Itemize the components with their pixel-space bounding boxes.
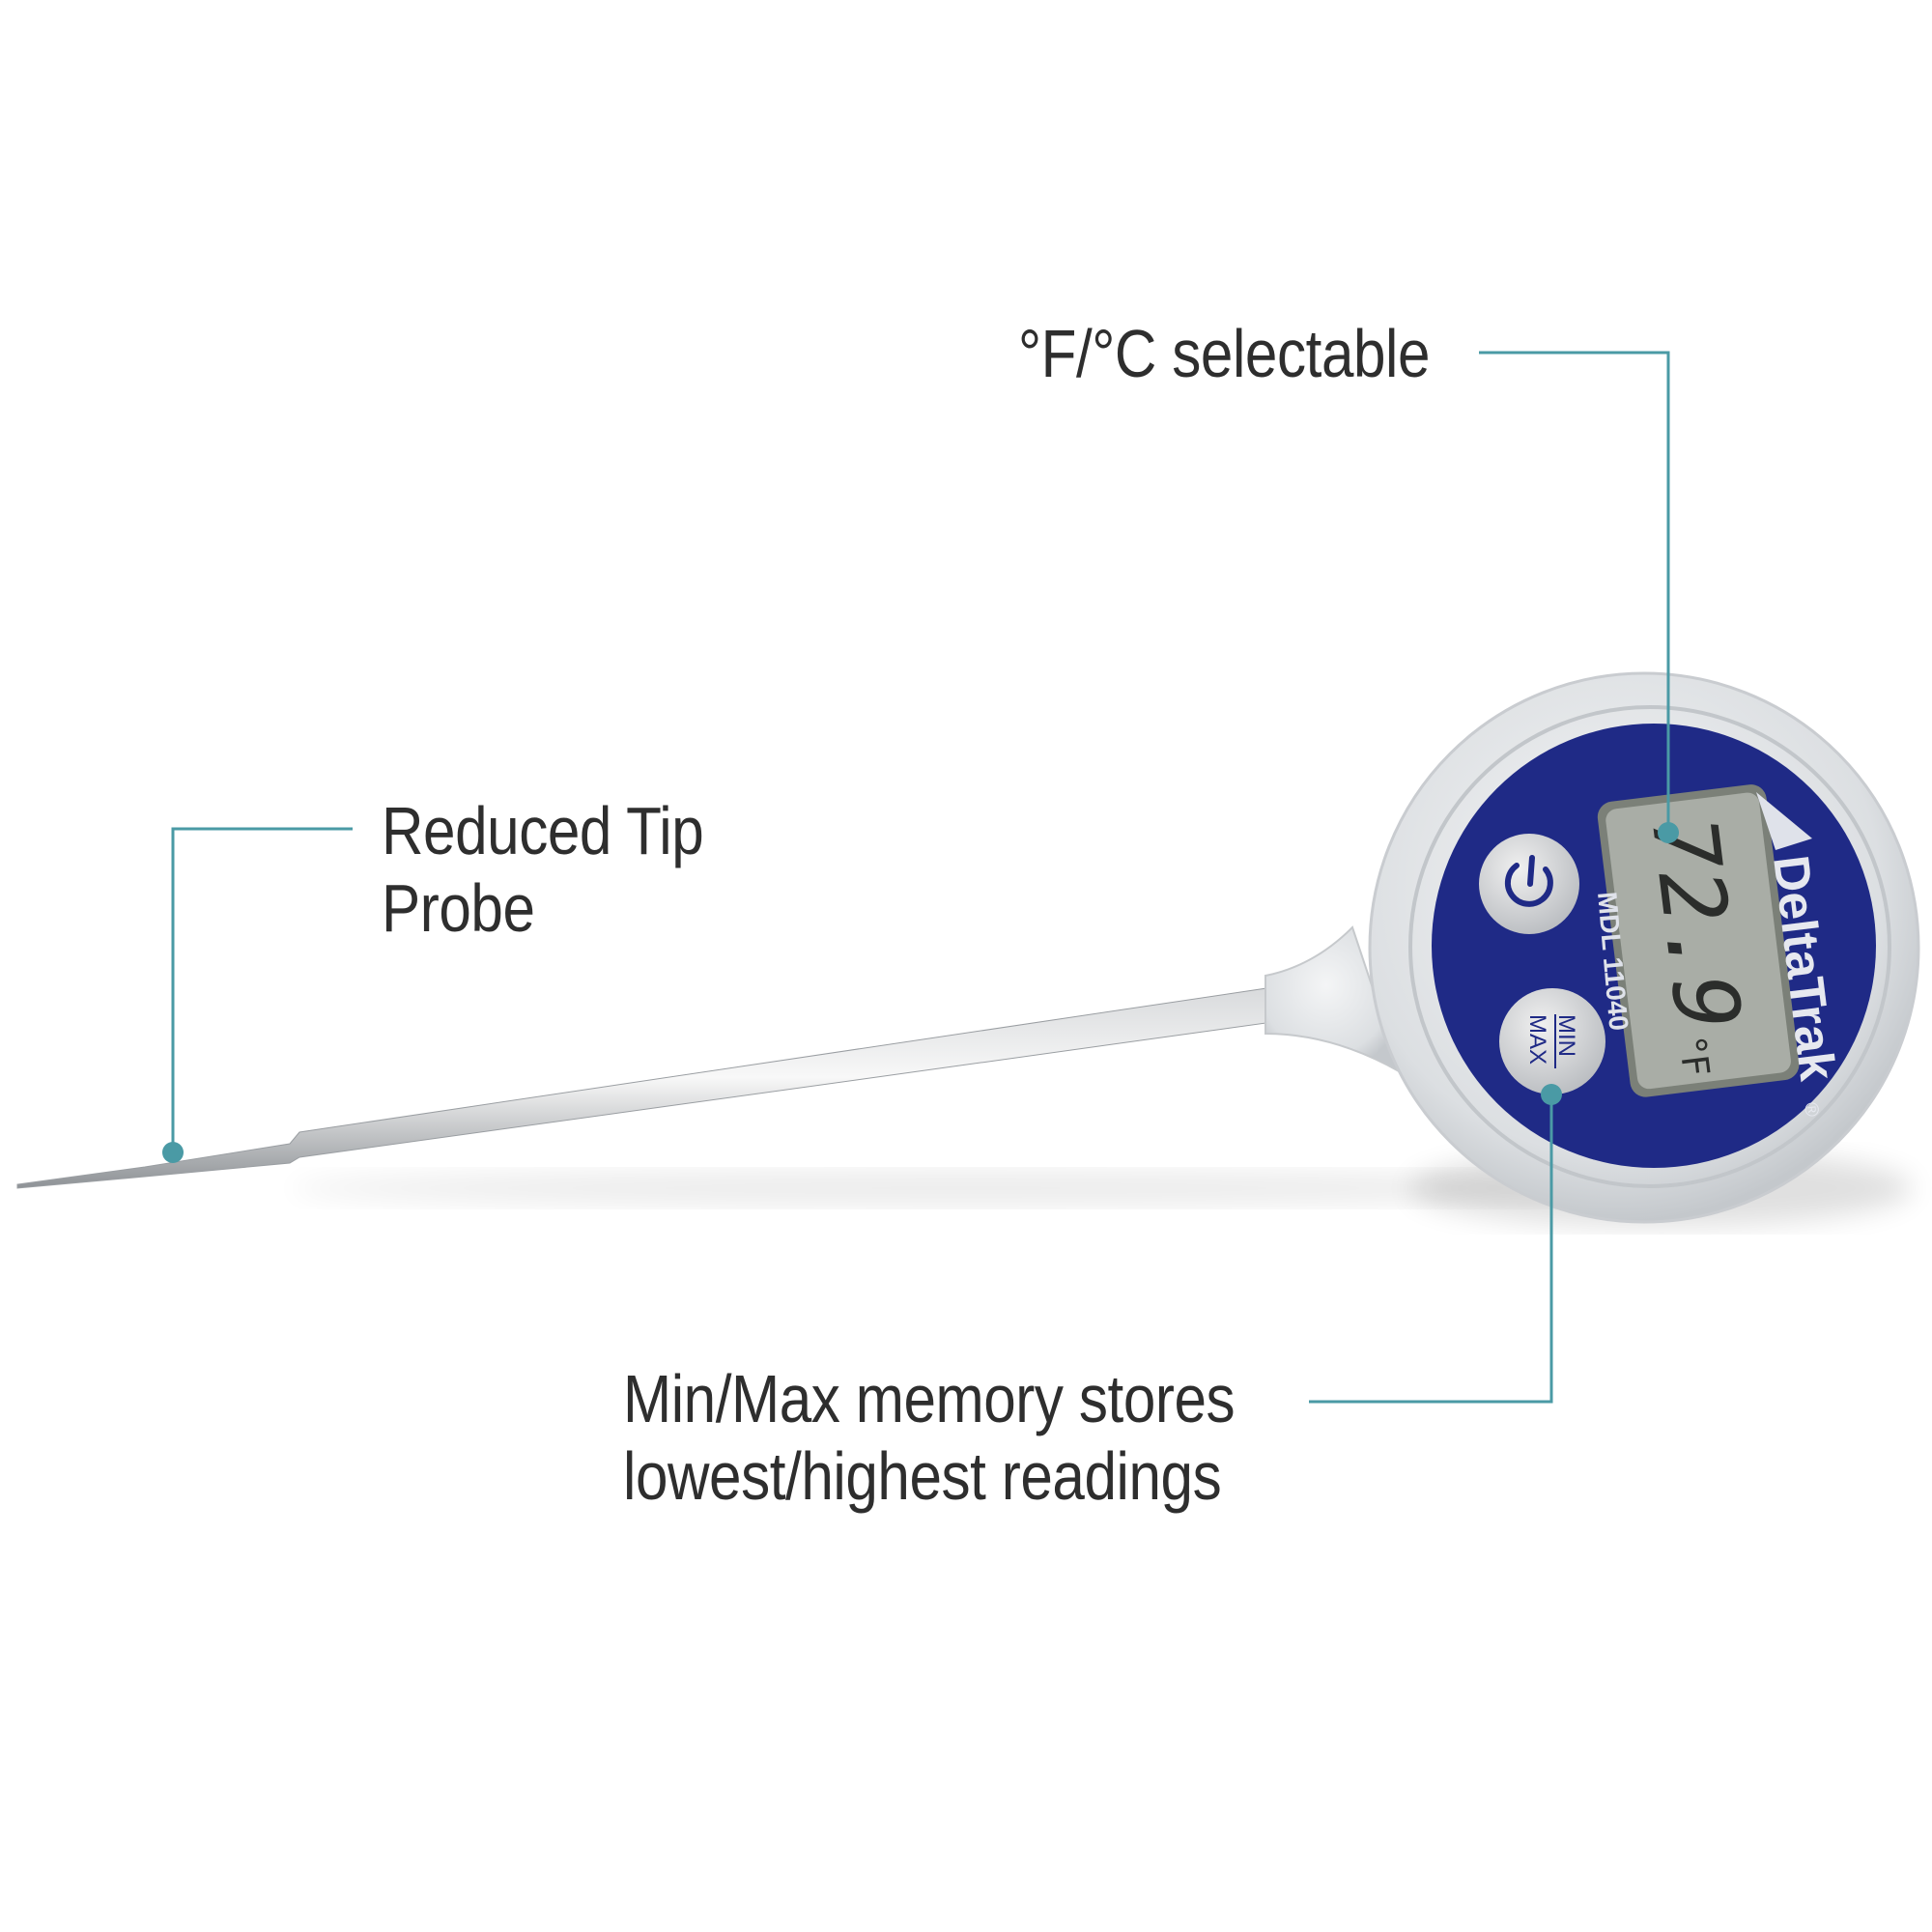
- dial-bezel: [1408, 705, 1891, 1188]
- lcd-display: 72.9 °F: [1597, 784, 1800, 1097]
- callout-probe-line2: Probe: [382, 870, 535, 946]
- lcd-unit: °F: [1670, 1035, 1718, 1079]
- callout-dot-probe: [162, 1142, 184, 1163]
- callout-memory-label: Min/Max memory stores lowest/highest rea…: [623, 1360, 1236, 1515]
- callout-memory-line1: Min/Max memory stores: [623, 1361, 1236, 1436]
- minmax-label-max: MAX: [1524, 1014, 1550, 1065]
- shadow: [290, 1171, 1642, 1206]
- callout-line-units: [1479, 351, 1670, 833]
- callout-probe-line1: Reduced Tip: [382, 793, 704, 868]
- power-icon: [1504, 855, 1553, 907]
- minmax-button[interactable]: MIN MAX: [1499, 988, 1605, 1094]
- minmax-label-min: MIN: [1553, 1014, 1579, 1057]
- callout-dot-units: [1658, 822, 1679, 843]
- registered-mark: ®: [1800, 1101, 1823, 1119]
- deltatrak-logo-icon: [1756, 792, 1812, 850]
- probe-stem: [16, 986, 1274, 1189]
- callout-line-memory: [1309, 1094, 1553, 1404]
- callout-dot-memory: [1541, 1084, 1562, 1105]
- callout-line-probe: [171, 827, 353, 1152]
- power-button[interactable]: [1479, 834, 1579, 934]
- callout-units-label: °F/°C selectable: [1018, 316, 1431, 391]
- callout-probe-label: Reduced Tip Probe: [382, 792, 704, 947]
- callout-memory-line2: lowest/highest readings: [623, 1438, 1222, 1514]
